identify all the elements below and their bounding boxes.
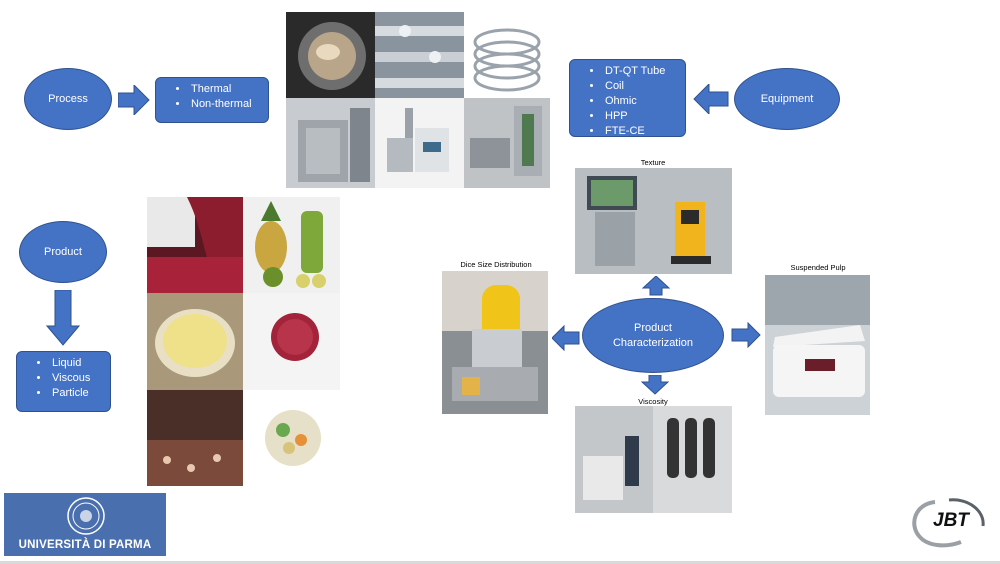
photo-centrifuge [765, 275, 870, 415]
equipment-photo-tube-interior [286, 12, 375, 98]
photo-texture-analyzer [575, 168, 732, 274]
product-item-viscous: Viscous [50, 371, 110, 386]
product-arrow-down [46, 290, 80, 346]
product-item-particle: Particle [50, 386, 110, 401]
characterization-ellipse: Product Characterization [582, 298, 724, 373]
characterization-label: Product Characterization [612, 321, 694, 349]
product-photo-viscous [243, 293, 340, 390]
equipment-item-dtqt-tube: DT-QT Tube [603, 64, 685, 79]
product-list: Liquid Viscous Particle [17, 352, 110, 401]
product-ellipse: Product [19, 221, 107, 283]
jbt-swirl-icon [912, 498, 985, 548]
caption-texture: Texture [640, 158, 666, 167]
product-item-liquid: Liquid [50, 356, 110, 371]
process-label: Process [48, 92, 88, 105]
product-list-box: Liquid Viscous Particle [16, 351, 111, 412]
characterization-arrow-down [641, 375, 669, 395]
process-arrow-right [118, 85, 150, 115]
caption-viscosity: Viscosity [638, 397, 668, 406]
university-logo: UNIVERSITÀ DI PARMA [4, 493, 166, 556]
photo-viscometer [575, 406, 732, 513]
process-item-non-thermal: Non-thermal [189, 97, 268, 112]
process-list: Thermal Non-thermal [156, 78, 268, 112]
equipment-photo-hpp [286, 98, 375, 188]
jbt-logo: JBT [905, 494, 991, 552]
equipment-item-fte-ce: FTE-CE [603, 124, 685, 139]
product-photo-liquid [147, 293, 243, 390]
jbt-wordmark: JBT [933, 510, 969, 531]
caption-dice-size: Dice Size Distribution [460, 260, 532, 269]
product-photo-red-puree [147, 197, 243, 293]
equipment-photo-line [464, 98, 550, 188]
caption-suspended-pulp: Suspended Pulp [790, 263, 846, 272]
product-photo-particles-tube [147, 390, 243, 486]
process-ellipse: Process [24, 68, 112, 130]
characterization-arrow-left [552, 325, 580, 351]
equipment-photo-pipes [375, 12, 464, 98]
equipment-photo-coil [464, 12, 550, 98]
photo-dice-size-device [442, 271, 548, 414]
equipment-photo-ohmic [375, 98, 464, 188]
equipment-ellipse: Equipment [734, 68, 840, 130]
characterization-arrow-up [642, 276, 670, 296]
equipment-item-ohmic: Ohmic [603, 94, 685, 109]
equipment-label: Equipment [760, 92, 814, 105]
product-photo-particle-soup [243, 390, 340, 486]
equipment-arrow-left [693, 84, 729, 114]
equipment-item-hpp: HPP [603, 109, 685, 124]
process-item-thermal: Thermal [189, 82, 268, 97]
equipment-item-coil: Coil [603, 79, 685, 94]
product-photo-fruits [243, 197, 340, 293]
university-seal-icon [67, 497, 105, 535]
process-list-box: Thermal Non-thermal [155, 77, 269, 123]
university-name: UNIVERSITÀ DI PARMA [18, 539, 152, 551]
bottom-rule [0, 561, 1000, 564]
characterization-arrow-right [731, 322, 761, 348]
equipment-list: DT-QT Tube Coil Ohmic HPP FTE-CE [570, 60, 685, 139]
equipment-list-box: DT-QT Tube Coil Ohmic HPP FTE-CE [569, 59, 686, 137]
product-label: Product [44, 245, 82, 258]
